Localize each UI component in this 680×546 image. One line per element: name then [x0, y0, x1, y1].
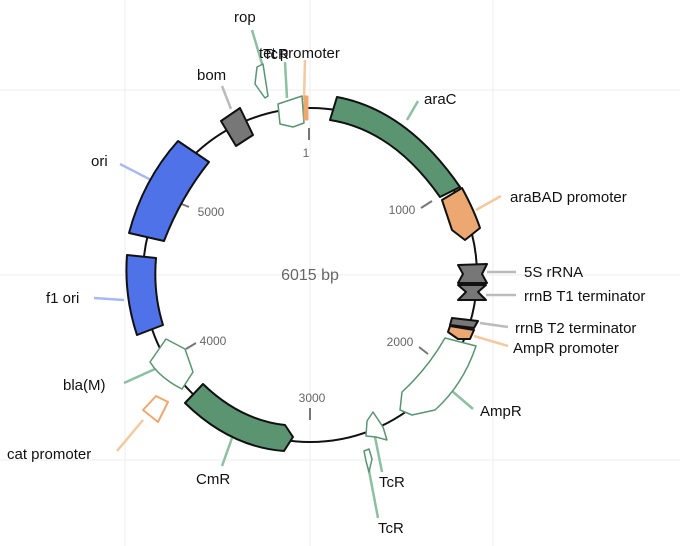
label-ampr-promoter: AmpR promoter [513, 340, 619, 357]
leader-tcr-3 [283, 61, 289, 99]
features [125, 63, 488, 473]
leader-arabad [475, 194, 502, 212]
label-bom: bom [197, 67, 226, 84]
feature-cat-promoter[interactable] [142, 395, 169, 423]
leader-ampr [451, 390, 474, 410]
feature-tcr-1[interactable] [365, 411, 388, 441]
feature-arabad-promoter[interactable] [441, 187, 481, 241]
feature-cmr[interactable] [184, 383, 294, 452]
label-ori: ori [91, 153, 108, 170]
tick-label-4000: 4000 [200, 334, 227, 348]
label-arabad-promoter: araBAD promoter [510, 189, 627, 206]
feature-labels: araC araBAD promoter 5S rRNA rrnB T1 ter… [7, 9, 645, 537]
tick-4000 [185, 342, 197, 350]
tick-label-5000: 5000 [198, 205, 225, 219]
feature-arac[interactable] [329, 96, 461, 198]
label-cat-promoter: cat promoter [7, 446, 91, 463]
feature-5s-rrna[interactable] [457, 263, 488, 284]
leader-t2 [479, 321, 509, 329]
leader-cmr [220, 437, 234, 467]
leader-lines [93, 29, 516, 519]
label-tcr-3: TcR [263, 46, 289, 63]
tick-label-3000: 3000 [299, 391, 326, 405]
label-cmr: CmR [196, 471, 230, 488]
tick-label-1000: 1000 [389, 203, 416, 217]
feature-rop[interactable] [254, 63, 269, 99]
leader-cat-promoter [116, 419, 144, 452]
feature-tet-promoter[interactable] [303, 95, 309, 121]
leader-arac [405, 100, 420, 121]
label-tet-promoter: tet promoter [259, 45, 340, 62]
leader-tet-promoter [302, 59, 307, 101]
label-rrnb-t2: rrnB T2 terminator [515, 320, 636, 337]
feature-rrnb-t2[interactable] [449, 317, 479, 329]
tick-label-2000: 2000 [387, 335, 414, 349]
feature-ori[interactable] [128, 140, 210, 242]
label-ampr: AmpR [480, 403, 522, 420]
feature-ampr[interactable] [399, 337, 477, 416]
label-bla-m: bla(M) [63, 377, 106, 394]
leader-rop [250, 29, 265, 68]
feature-tcr-2[interactable] [363, 448, 373, 473]
label-rrnb-t1: rrnB T1 terminator [524, 288, 645, 305]
plasmid-size-label: 6015 bp [281, 267, 339, 284]
label-tcr-1: TcR [379, 474, 405, 491]
tick-1000 [420, 200, 433, 209]
leader-ori [119, 162, 154, 183]
leader-tcr-1 [373, 436, 384, 473]
feature-tcr-3[interactable] [277, 95, 305, 128]
label-tcr-2: TcR [378, 520, 404, 537]
feature-ampr-promoter[interactable] [447, 325, 475, 340]
leader-f1-ori [93, 296, 125, 302]
label-arac: araC [424, 91, 457, 108]
feature-f1-ori[interactable] [125, 254, 164, 336]
leader-bla-m [123, 367, 156, 385]
feature-bla-m[interactable] [149, 338, 194, 390]
tick-label-1: 1 [303, 146, 310, 160]
label-f1-ori: f1 ori [46, 290, 79, 307]
leader-bom [220, 85, 233, 110]
feature-rrnb-t1[interactable] [457, 284, 487, 301]
feature-bom[interactable] [220, 107, 254, 147]
label-5s-rrna: 5S rRNA [524, 264, 583, 281]
label-rop: rop [234, 9, 256, 26]
tick-2000 [418, 346, 429, 355]
leader-ampr-promoter [473, 334, 509, 348]
